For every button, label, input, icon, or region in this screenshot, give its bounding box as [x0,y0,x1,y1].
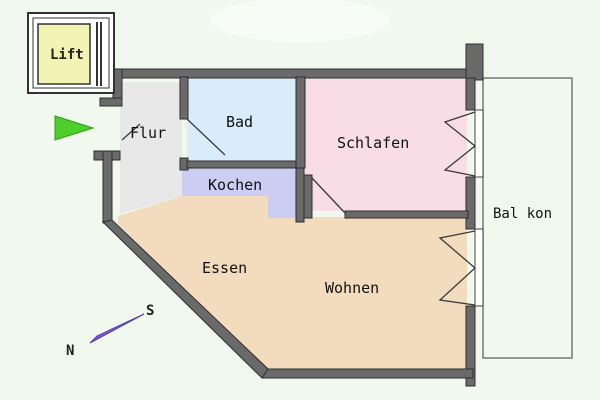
living-area [118,196,467,370]
lift-label: Lift [50,47,84,63]
entrance-arrow-icon [54,115,95,141]
essen-label: Essen [202,259,247,277]
compass-needle-icon [89,313,145,344]
door-swings [121,111,477,306]
lift-shaft [27,12,115,94]
flur-area [120,82,182,214]
wohnen-label: Wohnen [325,279,379,297]
compass-north-label: N [66,343,74,359]
compass-south-label: S [146,303,154,319]
background-glow [210,0,390,42]
kochen-label: Kochen [208,176,262,194]
bad-label: Bad [226,113,253,131]
balkon-label: Bal kon [493,206,552,222]
lift-cabin [37,23,91,85]
balkon-area [482,77,573,359]
bad-area [187,77,298,163]
kochen-area [182,168,297,218]
balcony-doors [474,109,484,307]
schlafen-area [304,77,467,211]
flur-label: Flur [130,124,166,142]
schlafen-label: Schlafen [337,134,409,152]
